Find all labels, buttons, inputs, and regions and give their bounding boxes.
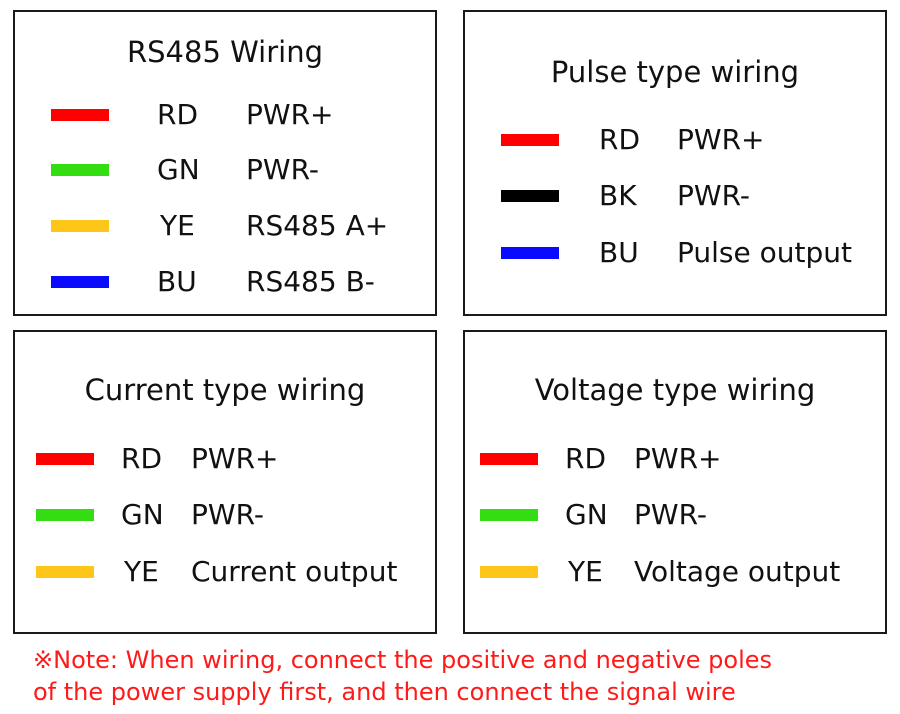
- wire-color-swatch: [501, 190, 559, 202]
- wire-function: PWR-: [677, 179, 750, 212]
- wire-color-code: GN: [565, 498, 608, 531]
- wire-color-code: YE: [160, 209, 195, 242]
- panel-title: Voltage type wiring: [534, 373, 816, 407]
- wire-color-swatch: [51, 220, 109, 232]
- wire-color-code: BK: [599, 179, 637, 212]
- panel-title: RS485 Wiring: [127, 35, 323, 69]
- wire-color-swatch: [501, 134, 559, 146]
- wire-color-swatch: [51, 276, 109, 288]
- wire-row: GN PWR-: [15, 498, 435, 532]
- wire-color-code: RD: [157, 98, 199, 131]
- wire-function: PWR+: [246, 98, 334, 131]
- wire-row: BU Pulse output: [465, 236, 885, 270]
- wire-row: RD PWR+: [465, 123, 885, 157]
- wire-row: RD PWR+: [15, 98, 435, 132]
- wire-function: RS485 A+: [246, 209, 389, 242]
- wire-color-code: RD: [599, 123, 641, 156]
- wire-color-code: YE: [124, 555, 159, 588]
- wire-row: YE Current output: [15, 555, 435, 589]
- wire-color-code: RD: [565, 442, 607, 475]
- panel-title: Pulse type wiring: [550, 55, 800, 89]
- pulse-wiring-panel: Pulse type wiring RD PWR+ BK PWR- BU Pul…: [463, 10, 887, 316]
- wire-color-swatch: [36, 453, 94, 465]
- wire-row: YE Voltage output: [465, 555, 885, 589]
- wire-function: PWR+: [677, 123, 765, 156]
- wire-row: RD PWR+: [15, 442, 435, 476]
- wire-function: PWR-: [246, 153, 319, 186]
- wire-function: Pulse output: [677, 236, 852, 269]
- current-wiring-panel: Current type wiring RD PWR+ GN PWR- YE C…: [13, 330, 437, 634]
- wire-function: PWR+: [634, 442, 722, 475]
- wire-color-swatch: [36, 566, 94, 578]
- wire-row: YE RS485 A+: [15, 209, 435, 243]
- wire-color-swatch: [501, 247, 559, 259]
- wire-function: PWR-: [191, 498, 264, 531]
- wire-color-code: RD: [121, 442, 163, 475]
- wire-color-swatch: [480, 453, 538, 465]
- voltage-wiring-panel: Voltage type wiring RD PWR+ GN PWR- YE V…: [463, 330, 887, 634]
- note-line-1: ※Note: When wiring, connect the positive…: [33, 646, 773, 674]
- wire-row: BU RS485 B-: [15, 265, 435, 299]
- wire-color-swatch: [36, 509, 94, 521]
- wire-color-code: BU: [157, 265, 197, 298]
- rs485-wiring-panel: RS485 Wiring RD PWR+ GN PWR- YE RS485 A+…: [13, 10, 437, 316]
- wire-function: RS485 B-: [246, 265, 375, 298]
- wire-color-swatch: [480, 566, 538, 578]
- wire-row: GN PWR-: [465, 498, 885, 532]
- wire-color-swatch: [51, 109, 109, 121]
- wire-color-code: BU: [599, 236, 639, 269]
- wire-function: Current output: [191, 555, 398, 588]
- wire-function: Voltage output: [634, 555, 841, 588]
- wire-color-code: GN: [157, 153, 200, 186]
- wire-row: RD PWR+: [465, 442, 885, 476]
- wire-color-code: GN: [121, 498, 164, 531]
- wire-row: BK PWR-: [465, 179, 885, 213]
- wire-color-swatch: [51, 164, 109, 176]
- wire-color-swatch: [480, 509, 538, 521]
- wire-function: PWR+: [191, 442, 279, 475]
- panel-title: Current type wiring: [84, 373, 366, 407]
- note-line-2: of the power supply first, and then conn…: [33, 678, 736, 706]
- wiring-note: ※Note: When wiring, connect the positive…: [33, 644, 893, 708]
- wire-row: GN PWR-: [15, 153, 435, 187]
- wire-color-code: YE: [568, 555, 603, 588]
- wire-function: PWR-: [634, 498, 707, 531]
